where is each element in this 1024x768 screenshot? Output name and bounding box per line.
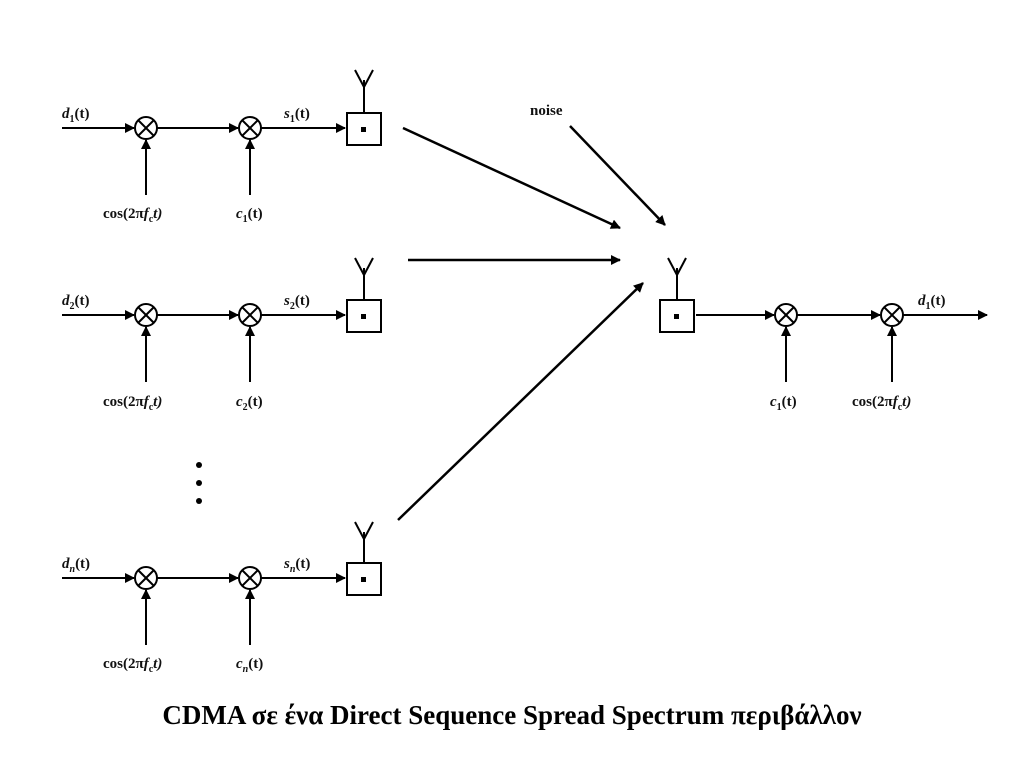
code-label-1: c1(t) [236,206,263,225]
carrier-label-n: cos(2πfct) [103,656,162,675]
data-label-1: d1(t) [62,106,90,125]
transmit-antenna-1 [346,69,382,146]
channel-arrow-1 [402,126,621,230]
transmitter-n: dn(t) cos(2πfct) cn(t) sn(t) [62,521,382,675]
transmit-antenna-n [346,521,382,596]
receiver: c1(t) cos(2πfct) d1(t) [659,257,988,413]
carrier-label-2: cos(2πfct) [103,394,162,413]
receive-antenna [659,257,695,333]
output-label: d1(t) [918,293,946,312]
code-mixer-2 [238,303,262,327]
carrier-mixer-n [134,566,158,590]
code-mixer-n [238,566,262,590]
code-mixer-1 [238,116,262,140]
signal-label-n: sn(t) [283,556,310,575]
carrier-mixer-2 [134,303,158,327]
transmitter-1: d1(t) cos(2πfct) c1(t) s1(t) [62,69,382,225]
transmitter-2: d2(t) cos(2πfct) c2(t) s2(t) [62,257,382,413]
noise-arrow [569,125,666,226]
carrier-mixer-1 [134,116,158,140]
demod-mixer [880,303,904,327]
receiver-code-label: c1(t) [770,394,797,413]
receiver-carrier-label: cos(2πfct) [852,394,911,413]
code-label-2: c2(t) [236,394,263,413]
despread-mixer [774,303,798,327]
channel-arrow-n [397,282,644,521]
diagram-caption: CDMA σε ένα Direct Sequence Spread Spect… [162,700,862,730]
transmit-antenna-2 [346,257,382,333]
carrier-label-1: cos(2πfct) [103,206,162,225]
signal-label-2: s2(t) [283,293,310,312]
code-label-n: cn(t) [236,656,263,675]
ellipsis-dots [196,462,202,504]
data-label-2: d2(t) [62,293,90,312]
noise-label: noise [530,103,563,119]
data-label-n: dn(t) [62,556,90,575]
signal-label-1: s1(t) [283,106,310,125]
